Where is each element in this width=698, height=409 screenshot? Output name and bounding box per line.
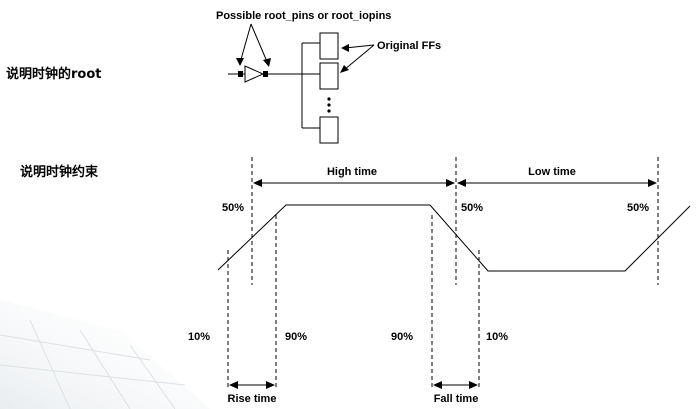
arrowhead xyxy=(457,179,466,187)
flip-flop-box xyxy=(319,116,339,144)
pct-90-right-label: 90% xyxy=(391,331,413,343)
ellipsis-dot xyxy=(327,97,331,101)
arrowhead xyxy=(648,179,657,187)
clock-root-label: 说明时钟的root xyxy=(6,66,102,82)
ffs-arrow-top xyxy=(344,44,375,49)
root-pins-label: Possible root_pins or root_iopins xyxy=(216,10,391,22)
pct-10-left-label: 10% xyxy=(188,331,210,343)
ffs-arrow-bottom xyxy=(343,44,375,71)
arrowhead xyxy=(266,381,275,389)
pins-arrowhead-left xyxy=(236,58,244,66)
pins-arrow-left xyxy=(239,23,252,64)
arrowhead xyxy=(469,381,478,389)
low-time-label: Low time xyxy=(528,166,576,178)
clock-waveform-diagram: High time Low time 50% 50% 50% 10% 90% 9… xyxy=(188,157,691,405)
rise-time-label: Rise time xyxy=(228,393,277,405)
arrowhead xyxy=(253,179,262,187)
pct-50-left-label: 50% xyxy=(222,202,244,214)
input-pin-square xyxy=(238,71,243,77)
flip-flop-box xyxy=(319,32,339,60)
pct-50-mid-label: 50% xyxy=(461,202,483,214)
arrowhead xyxy=(433,381,442,389)
tile-pattern xyxy=(0,300,210,409)
clock-waveform xyxy=(217,204,691,272)
original-ffs-label: Original FFs xyxy=(377,40,441,52)
ffs-arrowhead-top xyxy=(341,44,349,52)
ffs-arrowhead-bottom xyxy=(340,65,349,73)
arrowhead xyxy=(229,381,238,389)
high-time-label: High time xyxy=(327,166,377,178)
pct-90-left-label: 90% xyxy=(285,331,307,343)
flip-flop-box xyxy=(319,62,339,90)
buffer-icon xyxy=(244,65,265,83)
pct-50-right-label: 50% xyxy=(627,202,649,214)
pct-10-right-label: 10% xyxy=(486,331,508,343)
pins-arrowhead-right xyxy=(263,58,271,67)
pins-arrow-right xyxy=(250,23,269,65)
output-pin-square xyxy=(263,71,268,77)
clock-constraint-label: 说明时钟约束 xyxy=(20,164,99,180)
clock-root-diagram: Possible root_pins or root_iopins Origin… xyxy=(216,10,441,144)
ellipsis-dot xyxy=(327,103,331,107)
ellipsis-dot xyxy=(327,109,331,113)
arrowhead xyxy=(446,179,455,187)
fall-time-label: Fall time xyxy=(434,393,479,405)
